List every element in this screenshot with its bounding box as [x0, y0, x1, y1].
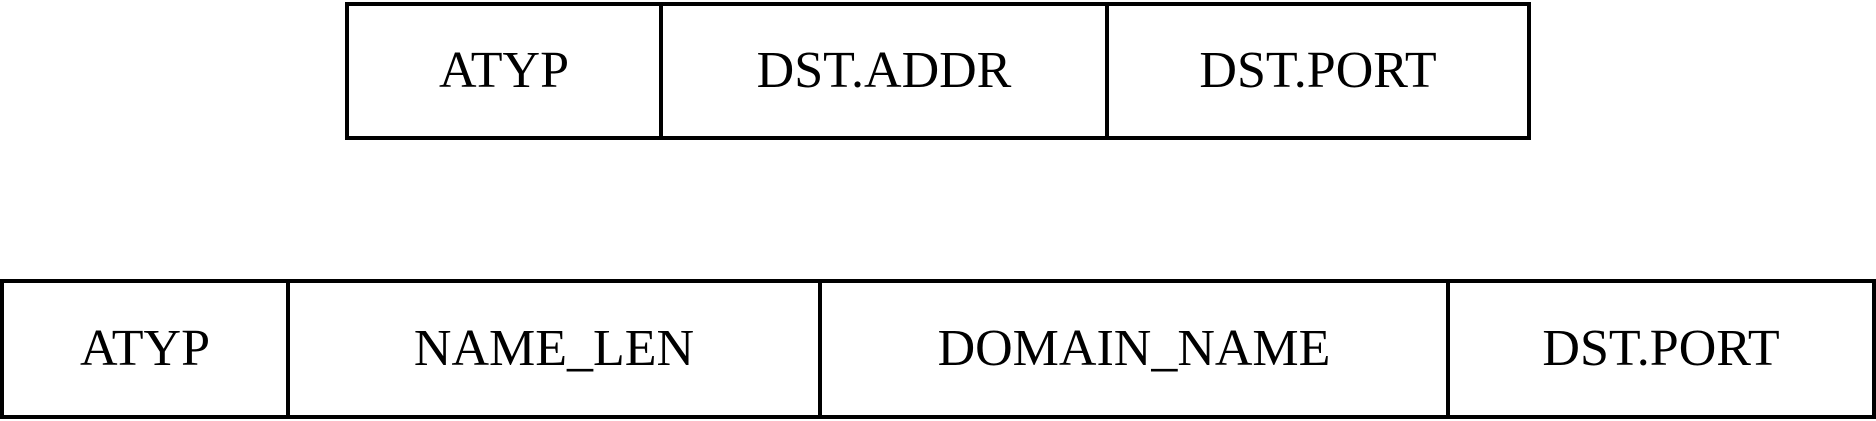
address-format-row-1: ATYP DST.ADDR DST.PORT [345, 2, 1531, 140]
field-dst-addr: DST.ADDR [659, 6, 1105, 136]
field-atyp: ATYP [438, 42, 570, 99]
field-dst-port: DST.PORT [1446, 283, 1872, 415]
field-name-len: NAME_LEN [286, 283, 818, 415]
field-domain-name: DOMAIN_NAME [818, 283, 1446, 415]
field-atyp: ATYP [79, 320, 211, 377]
field-dst-port: DST.PORT [1105, 6, 1527, 136]
address-format-row-2: ATYP NAME_LEN DOMAIN_NAME DST.PORT [0, 279, 1876, 419]
